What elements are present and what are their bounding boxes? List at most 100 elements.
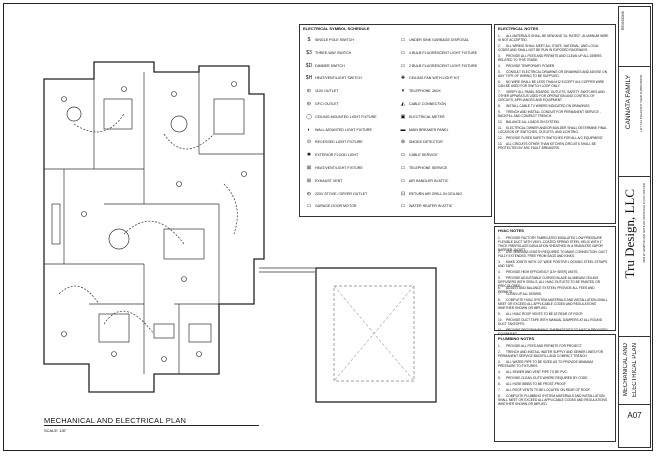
legend-item: ⦶ GFCI OUTLET	[304, 101, 339, 107]
note-number: 2.	[498, 350, 501, 354]
note-text: PROVIDE DUCT TAPE WITH MANUAL DAMPERS AT…	[498, 318, 602, 326]
plumbing-notes: PLUMBING NOTES 1.PROVIDE ALL FEES AND PE…	[494, 334, 616, 442]
note-item: 8.COMPLETE HVAC SYSTEM-MATERIALS AND INS…	[498, 298, 610, 310]
legend-symbol: ⦶	[307, 101, 311, 107]
legend-label: AIR HANDLER IN ATTIC	[408, 178, 449, 183]
legend-item: ⊞ EXHAUST VENT	[304, 178, 343, 184]
note-item: 6.ALL HOSE BIBBS TO BE FROST-PROOF.	[498, 382, 610, 386]
note-number: 2.	[498, 250, 501, 254]
legend-label: DIMMER SWITCH	[315, 63, 345, 68]
note-number: 3.	[498, 360, 501, 364]
legend-label: SINGLE POLE SWITCH	[315, 37, 354, 42]
note-text: COMPLETE PLUMBING SYSTEM-MATERIALS AND I…	[498, 394, 607, 406]
electrical-notes: ELECTRICAL NOTES 1.ALL MATERIALS SHALL B…	[494, 24, 616, 224]
note-number: 3.	[498, 54, 501, 58]
note-text: PROVIDE ALL FEES AND PERMITS FOR PROJECT…	[506, 344, 583, 348]
legend-label: HEAT/VENT/LIGHT SWITCH	[315, 76, 362, 81]
legend-label: 220V STOVE / DRYER OUTLET	[315, 191, 368, 196]
note-number: 8.	[498, 104, 501, 108]
sheet-title-box: MECHANICAL AND ELECTRICAL PLAN	[619, 337, 650, 405]
note-item: 1.ALL MATERIALS SHALL BE NEW AND "UL RAT…	[498, 34, 610, 42]
legend-symbol: ▭	[400, 49, 406, 56]
note-item: 2.TRENCH AND INSTALL WATER SUPPLY AND SE…	[498, 350, 610, 358]
note-text: TRENCH AND INSTALL WATER SUPPLY AND SEWE…	[498, 350, 604, 358]
note-number: 2.	[498, 44, 501, 48]
legend-symbol: ✚	[400, 75, 406, 82]
legend-item: ⊠ HEAT/VENT/LIGHT FIXTURE	[304, 165, 363, 171]
note-item: 11.ELECTRICAL OWNER AND/OR BUILDER SHALL…	[498, 126, 610, 134]
legend-item: $3 THREE-WAY SWITCH	[304, 50, 351, 56]
note-item: 1. PROVIDE ALL FEES AND PERMITS FOR PROJE…	[498, 344, 610, 348]
note-item: 4.ALL SEWER AND VENT PIPE TO BE PVC.	[498, 370, 610, 374]
note-text: PROVIDE FACTORY FABRICATED INSULATED LOW…	[498, 236, 603, 252]
legend-item: $D DIMMER SWITCH	[304, 63, 345, 69]
legend-item: ◐ WALL-MOUNTED LIGHT FIXTURE	[304, 127, 372, 133]
note-item: 5.CONSULT ELECTRICAL DRAWING OR DRAWINGS…	[498, 70, 610, 78]
legend-item: ✱ EXTERIOR FLOOD LIGHT	[304, 152, 358, 158]
note-text: PROVIDE CLEAN-OUTS WHERE REQUIRED BY COD…	[506, 376, 589, 380]
note-number: 10.	[498, 120, 503, 124]
legend-label: EXHAUST VENT	[315, 178, 343, 183]
legend-title: ELECTRICAL SYMBOL SCHEDULE	[303, 26, 370, 31]
note-text: PROVIDE FUSED SAFETY SWITCHES FOR ALL A/…	[506, 136, 604, 140]
legend-label: GFCI OUTLET	[315, 101, 339, 106]
note-item: 3.MAKE JOINTS WITH 1/2" WIDE POSITIVE LO…	[498, 260, 610, 268]
note-item: 5. PROVIDE CLEAN-OUTS WHERE REQUIRED BY C…	[498, 376, 610, 380]
legend-item: ▭ CABLE SERVICE	[398, 152, 438, 158]
note-item: 13.ALL CIRCUITS OTHER THAN KITCHEN CIRCU…	[498, 142, 610, 150]
legend-item: ⦶ 220V STOVE / DRYER OUTLET	[304, 191, 367, 197]
legend-item: ⊙ RECESSED LIGHT FIXTURE	[304, 139, 363, 145]
legend-label: CEILING-MOUNTED LIGHT FIXTURE	[315, 114, 377, 119]
legend-item: ▭ TELEPHONE SERVICE	[398, 165, 448, 171]
legend-item: ⊚ SMOKE DETECTOR	[398, 139, 443, 145]
note-number: 6.	[498, 382, 501, 386]
note-text: VERIFY ALL PANEL BOARDS, OUTLETS, SAFETY…	[498, 90, 605, 102]
legend-item: ▣ ELECTRICAL METER	[398, 114, 445, 120]
note-text: PROVIDE TEMPORARY POWER.	[506, 64, 556, 68]
hvac-notes: HVAC NOTES 1.PROVIDE FACTORY FABRICATED …	[494, 226, 616, 336]
note-number: 4.	[498, 370, 501, 374]
legend-item: ◯ CEILING-MOUNTED LIGHT FIXTURE	[304, 113, 377, 120]
note-item: 3.ALL WATER PIPE TO BE SIZED AS TO PROVI…	[498, 360, 610, 368]
note-item: 6.ADJUST AND BALANCE SYSTEM. PROVIDE ALL…	[498, 286, 610, 294]
note-text: USE MINIMUM LENGTH REQUIRED TO MAKE CONN…	[498, 250, 608, 258]
legend-label: 110V OUTLET	[315, 89, 339, 94]
legend-item: $ SINGLE POLE SWITCH	[304, 37, 354, 43]
legend-item: ▭ WATER HEATER IN ATTIC	[398, 203, 453, 209]
legend-label: RECESSED LIGHT FIXTURE	[315, 140, 363, 145]
legend-label: WALL-MOUNTED LIGHT FIXTURE	[315, 127, 372, 132]
note-number: 1.	[498, 344, 501, 348]
note-item: 7.CLEAN UP ALL DEBRIS.	[498, 292, 610, 296]
note-number: 5.	[498, 276, 501, 280]
note-number: 10.	[498, 318, 503, 322]
note-number: 8.	[498, 298, 501, 302]
legend-symbol: ▬	[400, 126, 406, 133]
legend-symbol: $3	[306, 49, 312, 56]
legend-symbol: ▣	[400, 113, 406, 120]
legend-symbol: ▾	[401, 88, 405, 95]
legend-item: ◭ CABLE CONNECTION	[398, 101, 446, 107]
firm-details: 3456 W. HAMPTON AVE SUITE 201 ZIONSVILLE…	[643, 183, 646, 263]
legend-label: THREE-WAY SWITCH	[314, 50, 352, 55]
note-text: CLEAN UP ALL DEBRIS.	[506, 292, 542, 296]
legend-label: GARAGE DOOR MOTOR	[315, 204, 357, 209]
note-item: 1.PROVIDE FACTORY FABRICATED INSULATED L…	[498, 236, 610, 252]
note-item: 3.PROVIDE ALL FEES AND PERMITS AND CLEAN…	[498, 54, 610, 62]
legend-symbol: ▭	[400, 62, 406, 69]
note-number: 11.	[498, 126, 503, 130]
drawing-title: MECHANICAL AND ELECTRICAL PLAN	[44, 416, 187, 425]
legend-label: 2 BULB FLUORESCENT LIGHT FIXTURE	[409, 63, 477, 68]
revisions-box: REVISIONS	[619, 7, 650, 67]
note-number: 8.	[498, 394, 501, 398]
legend-symbol: ⦶	[307, 88, 311, 95]
note-text: TRENCH AND INSTALL CONDUIT FOR PERMANENT…	[498, 110, 601, 118]
note-number: 5.	[498, 376, 501, 380]
project-name: CANNATA FAMILY	[625, 75, 632, 130]
project-box: CANNATA FAMILY LOT 123 PLEASANT VIEW SUB…	[619, 67, 650, 177]
revisions-label: REVISIONS	[621, 11, 625, 31]
legend-symbol: ⊙	[306, 139, 312, 146]
legend-symbol: ◯	[306, 113, 312, 120]
note-item: 4.PROVIDE HIGH EFFICIENCY (13+ SEER) UNI…	[498, 270, 610, 274]
project-details: LOT 123 PLEASANT VIEW SUBDIVISION	[639, 75, 643, 132]
electrical-symbol-schedule: ELECTRICAL SYMBOL SCHEDULE $ SINGLE POLE…	[299, 24, 492, 217]
